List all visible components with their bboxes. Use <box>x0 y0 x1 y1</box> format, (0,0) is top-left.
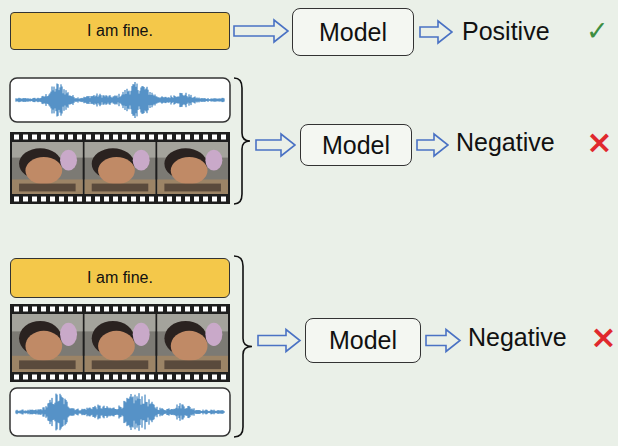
block-arrow <box>258 330 300 352</box>
cross-mark: × <box>590 319 617 356</box>
output-label: Negative <box>456 128 555 157</box>
block-arrow <box>420 21 452 43</box>
node-text: Model <box>329 326 397 355</box>
video-frame <box>12 314 83 372</box>
node-text: Model <box>319 18 387 47</box>
curly-bracket <box>234 78 250 204</box>
video-filmstrip <box>10 132 230 204</box>
video-frame <box>12 142 83 194</box>
output-label: Positive <box>462 17 550 46</box>
block-arrow <box>256 134 295 156</box>
text-input-box: I am fine. <box>10 12 230 50</box>
output-label: Negative <box>468 323 567 352</box>
model-box: Model <box>305 318 421 363</box>
audio-waveform <box>10 78 230 122</box>
block-arrow <box>417 134 448 156</box>
video-frame <box>85 314 156 372</box>
node-text: Model <box>322 131 390 160</box>
block-arrow <box>234 20 288 42</box>
node-text: I am fine. <box>87 22 153 40</box>
model-box: Model <box>292 8 414 56</box>
video-frame <box>157 142 228 194</box>
text-input-box: I am fine. <box>10 258 230 298</box>
video-filmstrip <box>10 304 230 382</box>
node-text: I am fine. <box>87 269 153 287</box>
video-frame <box>85 142 156 194</box>
video-frame <box>157 314 228 372</box>
curly-bracket <box>234 256 252 437</box>
model-box: Model <box>300 124 412 166</box>
check-mark: ✓ <box>586 15 609 46</box>
cross-mark: × <box>586 124 613 161</box>
audio-waveform <box>10 388 230 436</box>
block-arrow <box>426 330 460 352</box>
